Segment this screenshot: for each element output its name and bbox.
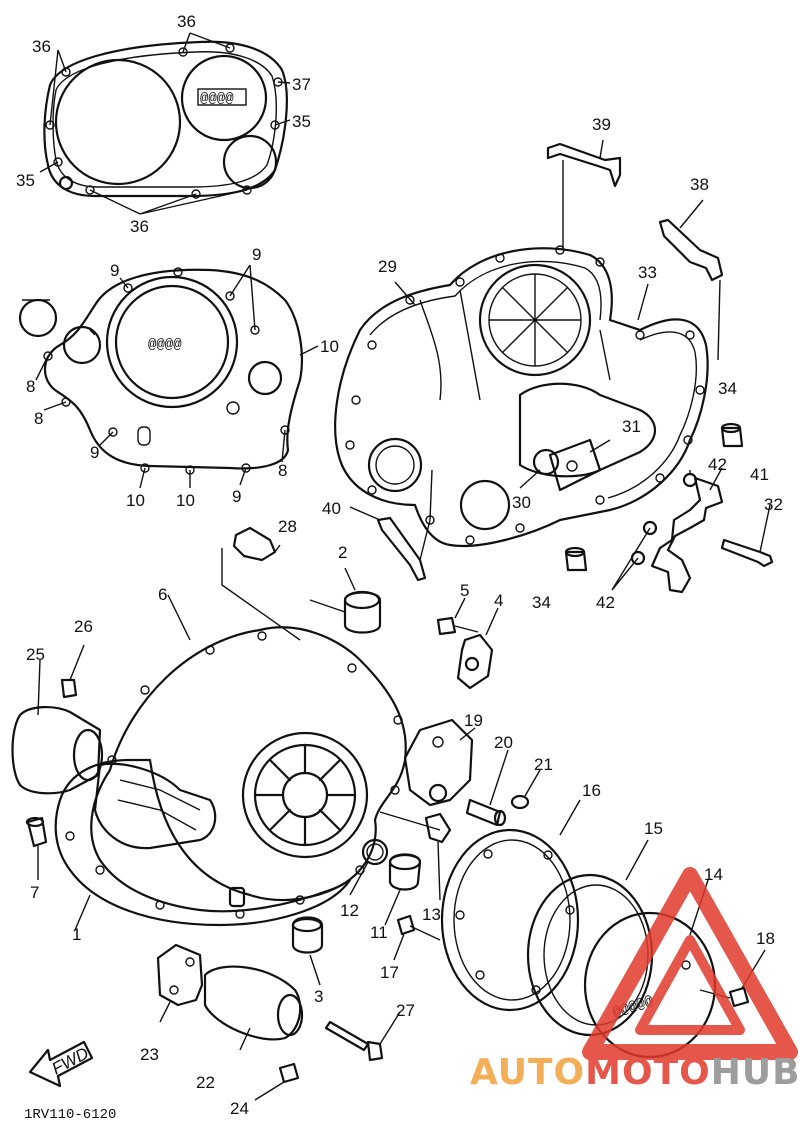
callout-label: 12 [340,901,359,920]
callout-label: 15 [644,819,663,838]
bracket-38 [658,199,724,361]
starter-parts-lower [156,943,304,1101]
callout-label: 21 [534,755,553,774]
callout-label: 8 [34,409,43,428]
callout-label: 35 [292,112,311,131]
bracket-39 [546,139,622,250]
callout-label: 36 [177,12,196,31]
callout-label: 36 [32,37,51,56]
gasket-16 [440,799,581,1012]
bolt-5-bracket-4 [436,597,499,690]
starter-motor-25 [11,644,104,880]
callout-label: 18 [756,929,775,948]
callout-label: 34 [532,593,551,612]
callout-label: 10 [176,491,195,510]
callout-label: 34 [718,379,737,398]
callout-label: 24 [230,1099,249,1118]
callout-label: 22 [196,1073,215,1092]
callout-label: 4 [494,591,503,610]
callout-label: 41 [750,465,769,484]
part-code: 1RV110-6120 [24,1107,116,1123]
watermark-text-auto: AUTO [470,1052,585,1093]
callout-label: 9 [90,443,99,462]
callout-label: 11 [370,923,388,942]
automotohub-watermark: AUTOMOTOHUB [470,867,800,1093]
callout-label: 2 [338,543,347,562]
callout-label: 19 [464,711,483,730]
callout-label: 3 [314,987,323,1006]
callout-label: 10 [126,491,145,510]
watermark-text-moto: MOTO [585,1052,711,1093]
plate-19 [403,718,541,827]
callout-label: 9 [232,487,241,506]
callout-label: 17 [380,963,399,982]
inner-cover-gasket: @@@@ [18,264,319,489]
callout-label: 31 [622,417,641,436]
svg-text:@@@@: @@@@ [148,337,182,353]
callout-labels: 36 36 37 35 35 36 39 38 9 9 10 8 8 9 10 … [16,12,783,1118]
bearing-2 [309,567,382,634]
small-parts-center [349,811,452,926]
callout-label: 42 [596,593,615,612]
callout-label: 42 [708,455,727,474]
callout-label: 36 [130,217,149,236]
callout-label: 26 [74,617,93,636]
bushing-3 [291,916,324,986]
callout-label: 10 [320,337,339,356]
svg-text:AUTOMOTOHUB: AUTOMOTOHUB [470,1052,800,1093]
callout-label: 14 [704,865,723,884]
small-parts-right [564,422,774,594]
bracket-40 [349,469,433,582]
callout-label: 33 [638,263,657,282]
callout-label: 8 [278,461,287,480]
callout-label: 20 [494,733,513,752]
callout-label: 13 [422,905,441,924]
callout-label: 29 [378,257,397,276]
svg-text:@@@@: @@@@ [200,91,234,107]
fwd-arrow-icon: FWD [28,1040,94,1088]
callout-label: 37 [292,75,311,94]
bolt-27 [324,1011,401,1062]
callout-label: 5 [460,581,469,600]
crankcase-cover [334,245,709,547]
callout-label: 40 [322,499,341,518]
callout-label: 38 [690,175,709,194]
callout-label: 9 [110,261,119,280]
callout-label: 7 [30,883,39,902]
outer-cover-gasket: @@@@ [39,32,291,215]
callout-label: 1 [72,925,81,944]
screw-17 [393,914,441,961]
callout-label: 35 [16,171,35,190]
callout-label: 6 [158,585,167,604]
callout-label: 27 [396,1001,415,1020]
callout-label: 32 [764,495,783,514]
callout-label: 39 [592,115,611,134]
watermark-text-hub: HUB [711,1052,800,1093]
callout-label: 9 [252,245,261,264]
callout-label: 23 [140,1045,159,1064]
side-cover-main [54,594,407,931]
callout-label: 30 [512,493,531,512]
callout-label: 25 [26,645,45,664]
bracket-28 [221,526,301,641]
callout-label: 16 [582,781,601,800]
callout-label: 8 [26,377,35,396]
callout-label: 28 [278,517,297,536]
watermark-inner-triangle-icon [635,935,745,1035]
watermark-triangle-icon [582,867,798,1060]
